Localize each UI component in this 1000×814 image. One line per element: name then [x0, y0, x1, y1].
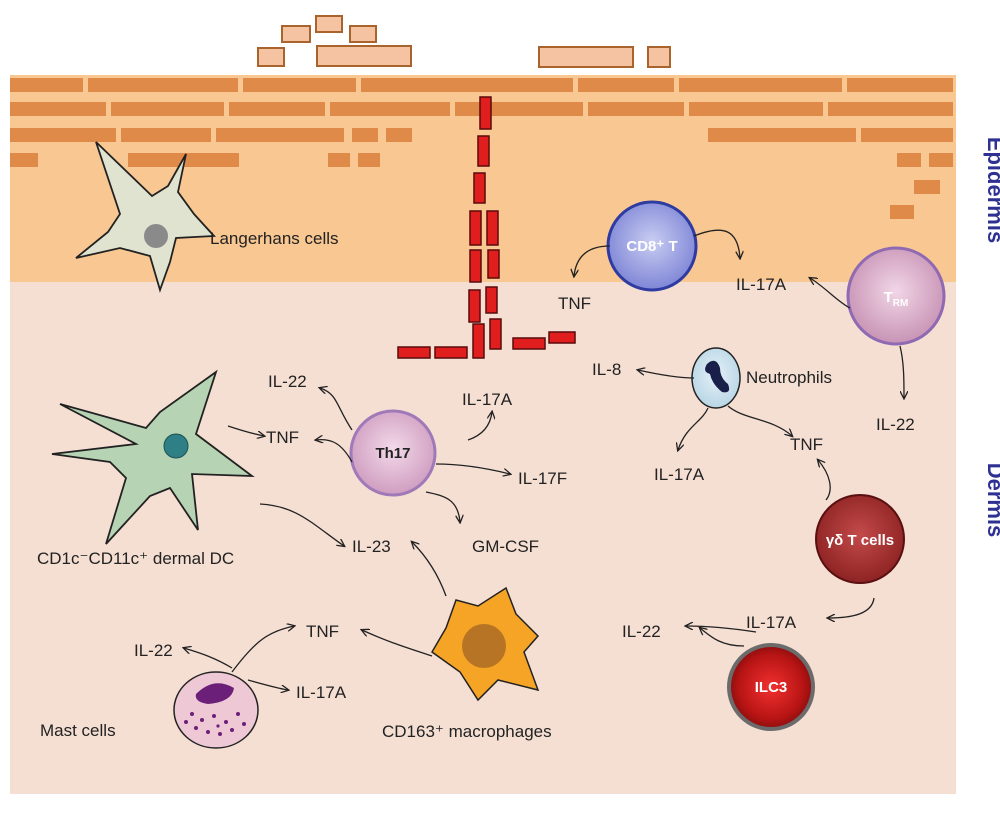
- th17-il17a: IL-17A: [462, 390, 513, 409]
- dermal-dc-label: CD1c⁻CD11c⁺ dermal DC: [37, 549, 234, 568]
- neu-il17a: IL-17A: [654, 465, 705, 484]
- th17-il17f: IL-17F: [518, 469, 567, 488]
- cytokine-labels: TNF IL-17A IL-22 IL-8 IL-17A TNF IL-22 T…: [134, 275, 915, 702]
- ilc3-il22: IL-22: [622, 622, 661, 641]
- neutrophils-label: Neutrophils: [746, 368, 832, 387]
- cd8-tnf: TNF: [558, 294, 591, 313]
- gd-il17a: IL-17A: [746, 613, 797, 632]
- trm-sub: RM: [893, 298, 909, 309]
- mast-il22: IL-22: [134, 641, 173, 660]
- mast-cell: [173, 671, 259, 749]
- ilc3-label: ILC3: [755, 679, 788, 696]
- trm-cell: [846, 246, 946, 346]
- neu-tnf: TNF: [790, 435, 823, 454]
- cd8-label: CD8⁺ T: [626, 238, 677, 255]
- neutrophil-cell: [691, 347, 741, 409]
- mac-tnf: TNF: [306, 622, 339, 641]
- th17-cell: [349, 409, 437, 497]
- epidermis-bricks: [10, 78, 953, 219]
- il23: IL-23: [352, 537, 391, 556]
- th17-gmcsf: GM-CSF: [472, 537, 539, 556]
- trm-il22: IL-22: [876, 415, 915, 434]
- langerhans-cell: [75, 141, 216, 293]
- trm-main: T: [884, 289, 893, 306]
- trm-label: TRM: [884, 289, 909, 309]
- langerhans-label: Langerhans cells: [210, 229, 339, 248]
- macrophages-label: CD163⁺ macrophages: [382, 722, 552, 741]
- mast-il17a: IL-17A: [296, 683, 347, 702]
- skin-flakes: [257, 15, 671, 68]
- epidermis-label: Epidermis: [983, 137, 1000, 243]
- signal-arrows: [184, 229, 904, 690]
- dermis-label: Dermis: [983, 463, 1000, 538]
- gd-t-label: γδ T cells: [826, 532, 894, 549]
- dermal-dc-cell: [51, 369, 255, 545]
- red-barrier-blocks: [397, 96, 576, 359]
- th17-tnf: TNF: [266, 428, 299, 447]
- th17-il22: IL-22: [268, 372, 307, 391]
- cd8-il17a: IL-17A: [736, 275, 787, 294]
- gamma-delta-t-cell: [815, 494, 905, 584]
- th17-label: Th17: [375, 445, 410, 462]
- mast-cells-label: Mast cells: [40, 721, 116, 740]
- ilc3-cell: [727, 643, 815, 731]
- neu-il8: IL-8: [592, 360, 621, 379]
- macrophage-cell: [431, 586, 540, 702]
